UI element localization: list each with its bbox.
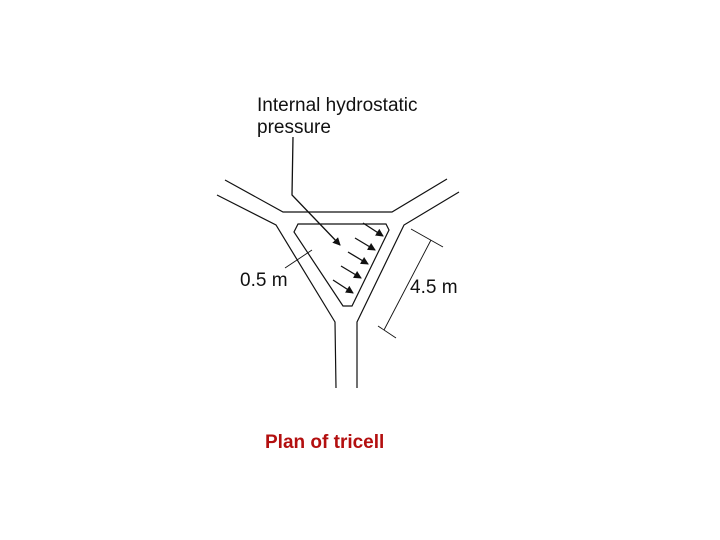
pressure-arrow-3 (347, 251, 369, 265)
cell-walls (216, 178, 460, 389)
left-wall-outline (216, 194, 337, 389)
right-wall-outline (356, 191, 460, 388)
annotation-leader (291, 136, 341, 246)
extension-tick-bottom (377, 325, 397, 339)
extension-tick-top (410, 228, 444, 248)
diagram-caption: Plan of tricell (265, 432, 385, 453)
wall-thickness-dimension (284, 249, 313, 269)
cell-side-label: 4.5 m (410, 277, 458, 298)
cell-side-dimension (377, 228, 444, 339)
inner-cell-outline (293, 223, 390, 307)
top-wall-outline (224, 178, 448, 213)
pressure-arrow-1 (362, 222, 384, 237)
wall-thickness-label: 0.5 m (240, 270, 288, 291)
pressure-annotation-label: Internal hydrostatic pressure (257, 95, 418, 139)
annotation-line-1: Internal hydrostatic (257, 95, 418, 116)
dimension-line (383, 239, 432, 331)
pressure-arrow-4 (340, 265, 362, 279)
pressure-arrow-2 (354, 237, 376, 251)
pressure-arrows (332, 222, 384, 294)
annotation-line-2: pressure (257, 117, 331, 138)
pressure-arrow-5 (332, 279, 354, 294)
